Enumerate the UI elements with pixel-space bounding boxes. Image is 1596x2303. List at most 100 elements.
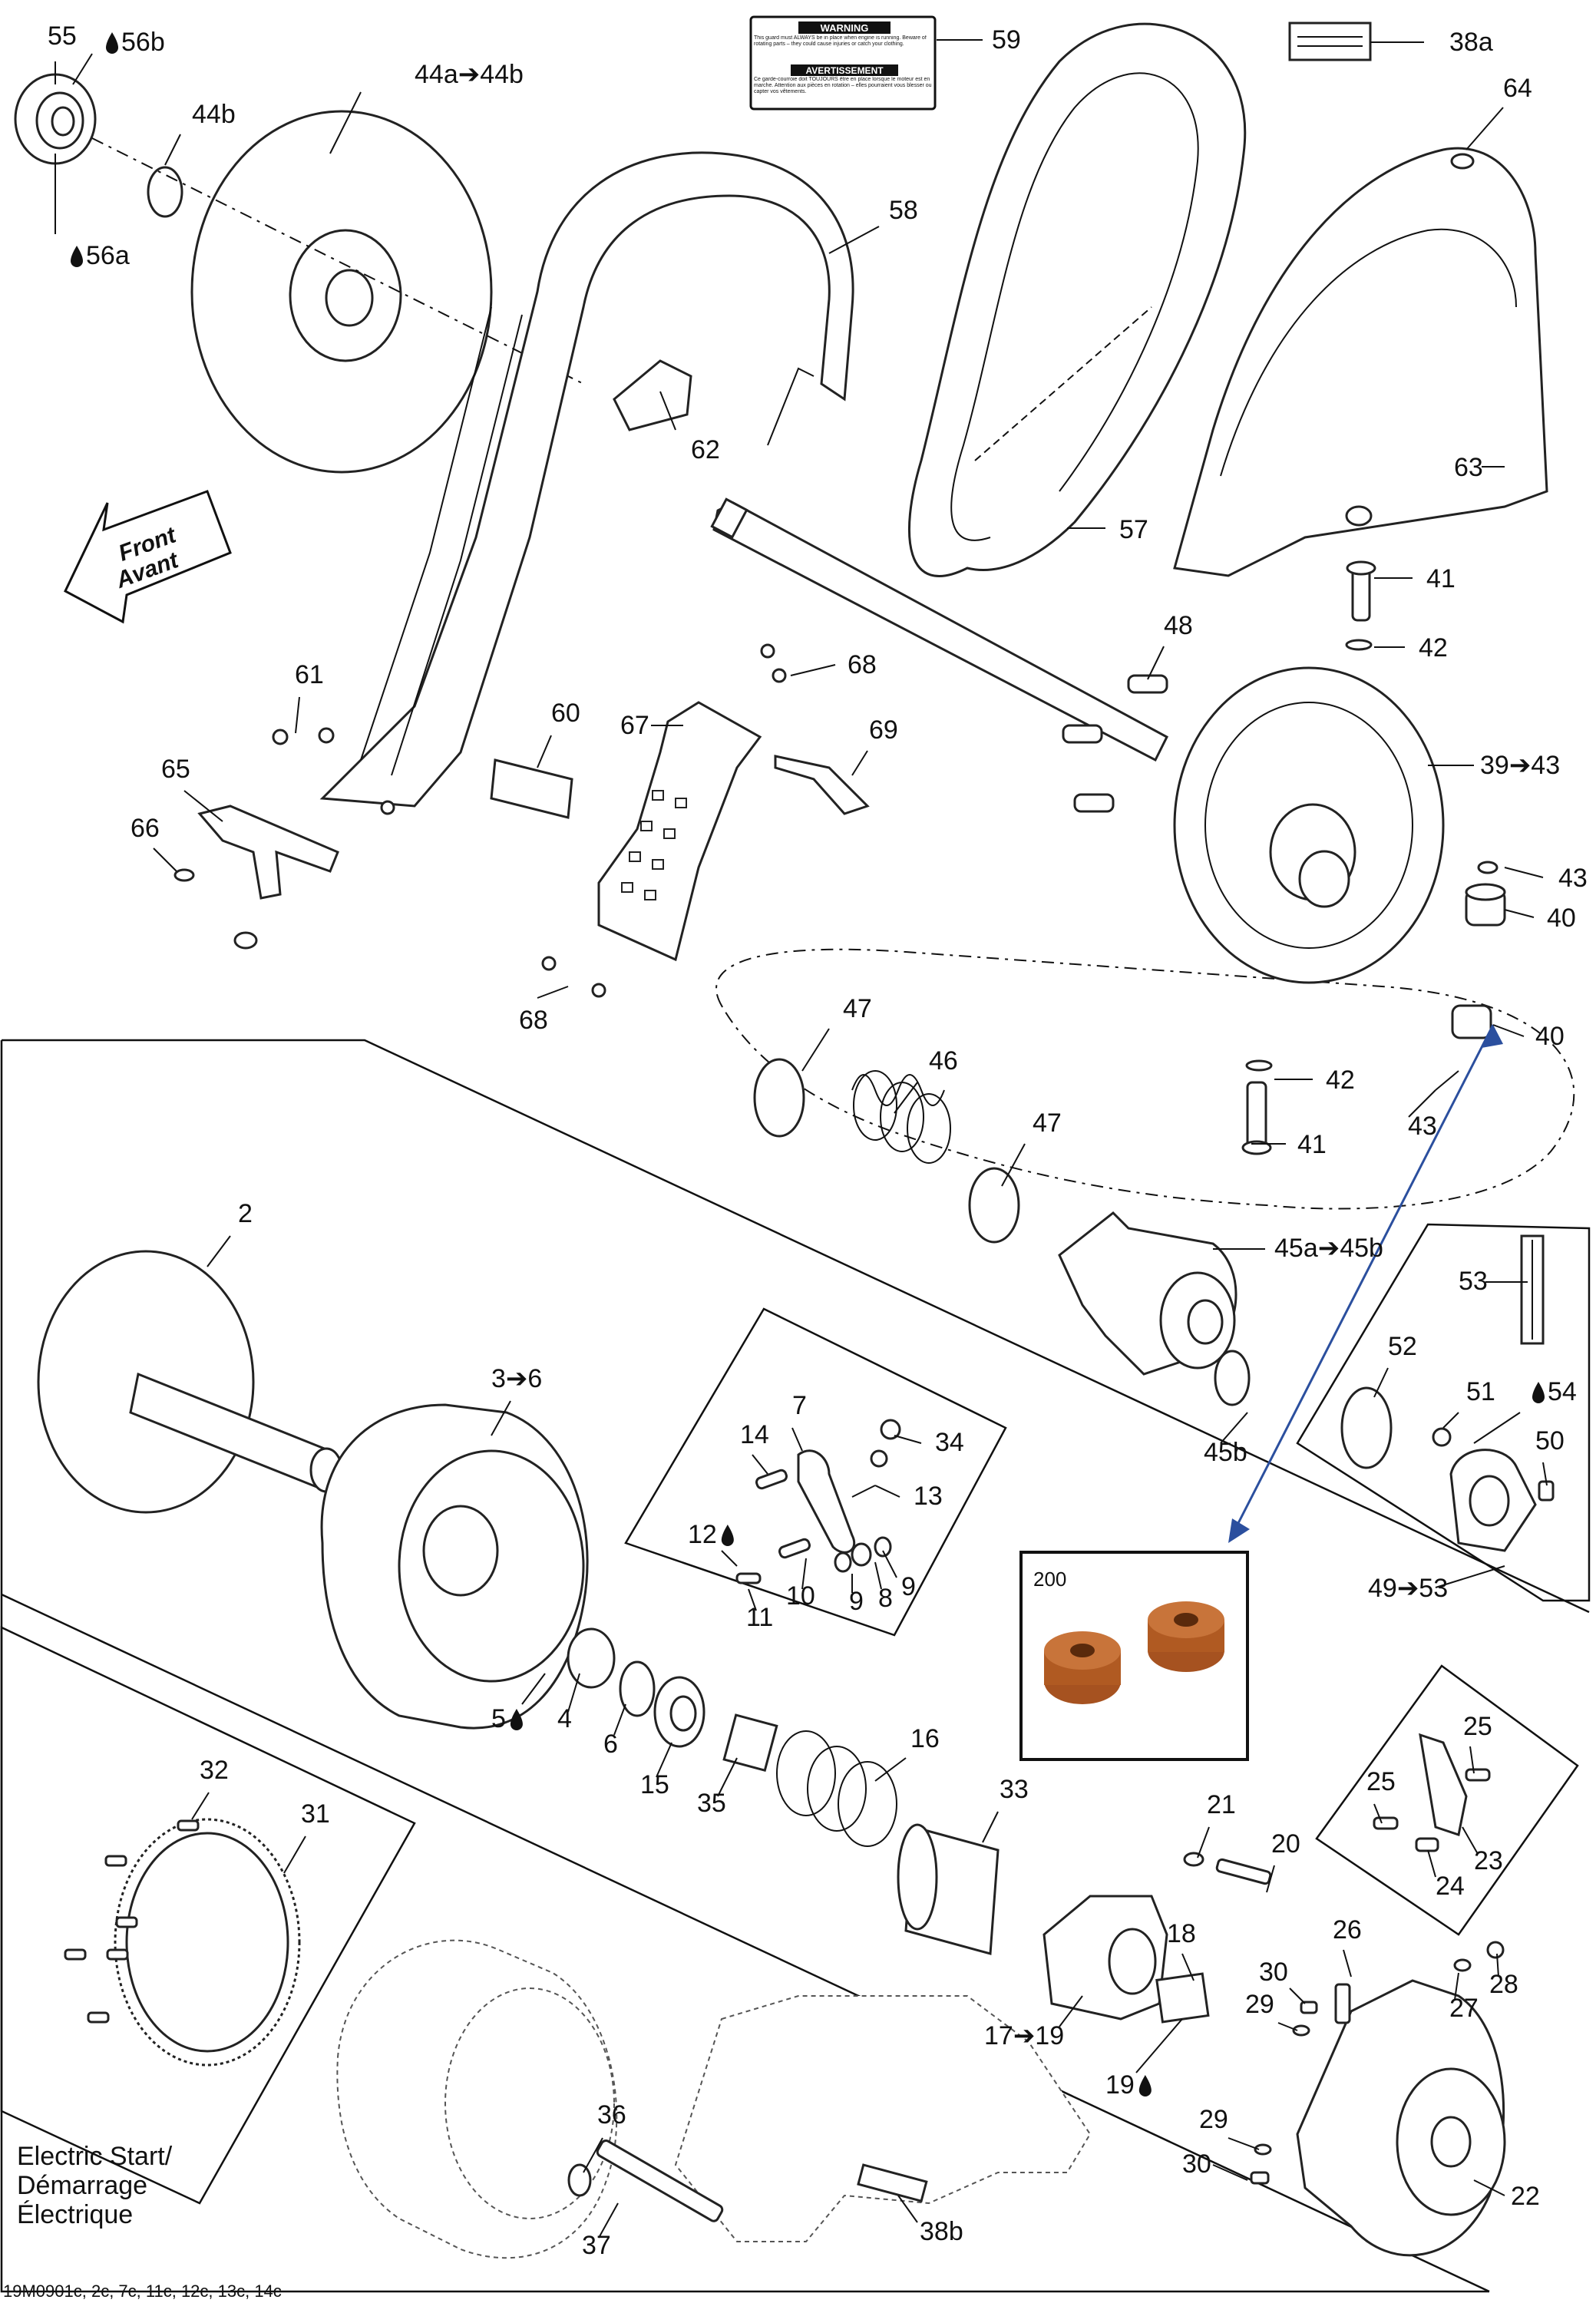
- callout-9b: 9: [901, 1572, 916, 1601]
- callout-41b: 41: [1297, 1130, 1327, 1159]
- leader-65: [183, 790, 223, 822]
- callout-69: 69: [869, 715, 898, 745]
- fixed-sheave-2: [37, 1250, 343, 1514]
- leader-43b: [1408, 1089, 1436, 1118]
- pin-11: [735, 1572, 762, 1584]
- lubricant-drop-icon: [721, 1525, 734, 1546]
- electric-start-line-1: Electric Start/: [17, 2142, 173, 2171]
- leader-3-6: [491, 1400, 511, 1436]
- drive-belt-57: [908, 22, 1247, 578]
- leader-50: [1542, 1462, 1548, 1486]
- leader-16: [874, 1757, 907, 1782]
- leader-25a: [1469, 1746, 1475, 1774]
- guard-pad-62: [613, 359, 692, 431]
- detail-box-ring-gear: [0, 1626, 416, 2205]
- leader-37: [598, 2202, 619, 2239]
- callout-37: 37: [582, 2231, 611, 2260]
- callout-leaders: [55, 39, 1548, 2239]
- callout-64: 64: [1503, 74, 1532, 103]
- washer-47-right: [968, 1167, 1020, 1244]
- leader-24: [1427, 1849, 1436, 1878]
- callout-25a: 25: [1463, 1712, 1492, 1741]
- chassis-outline: [674, 1995, 1092, 2242]
- screws-61: [272, 727, 395, 815]
- leader-47b: [1001, 1143, 1026, 1187]
- leader-56b: [72, 53, 93, 85]
- callout-23: 23: [1474, 1846, 1503, 1875]
- screws-68: [541, 643, 787, 998]
- decal-38b: [857, 2163, 928, 2203]
- callout-67: 67: [620, 711, 649, 740]
- callout-51: 51: [1466, 1377, 1495, 1406]
- callout-31: 31: [301, 1799, 330, 1829]
- callout-56b: 56b: [121, 28, 165, 57]
- circlip-45b: [1214, 1350, 1251, 1406]
- leader-61: [295, 696, 300, 734]
- leader-17-19: [1059, 1995, 1083, 2027]
- bracket-65: [197, 805, 339, 950]
- callout-53: 53: [1459, 1267, 1488, 1296]
- warning-text: This guard must ALWAYS be in place when …: [754, 35, 927, 47]
- washers-8-9: [834, 1536, 892, 1573]
- callout-30b: 30: [1182, 2149, 1211, 2179]
- screw-20: [1215, 1858, 1272, 1885]
- callout-24: 24: [1436, 1872, 1465, 1901]
- clip-43-right: [1477, 861, 1499, 874]
- leader-48: [1147, 646, 1165, 680]
- detail-box-pivots: [1315, 1664, 1579, 1936]
- leader-27: [1454, 1972, 1459, 2001]
- leader-34: [894, 1435, 922, 1444]
- callout-15: 15: [640, 1770, 669, 1799]
- leader-6: [613, 1703, 626, 1736]
- leader-30a: [1289, 1987, 1306, 2004]
- callout-18: 18: [1167, 1919, 1196, 1948]
- callout-12: 12: [688, 1520, 717, 1549]
- lubricant-drop-icon: [1138, 2075, 1152, 2096]
- leader-11: [748, 1588, 757, 1611]
- nut-51: [1432, 1427, 1452, 1447]
- callout-66: 66: [131, 814, 160, 843]
- bracket-67: [597, 701, 762, 962]
- detail-box-cap: [1296, 1223, 1591, 1602]
- callout-2: 2: [238, 1199, 253, 1228]
- leader-66: [153, 848, 177, 872]
- leader-29b: [1228, 2137, 1260, 2150]
- driven-pulley-22: [1296, 1979, 1506, 2257]
- rod-53: [1520, 1234, 1545, 1345]
- pads-29-30: [1250, 2001, 1318, 2185]
- leader-31: [283, 1835, 306, 1874]
- leader-46: [894, 1082, 918, 1114]
- section-frame-diagonal-lower: [1, 1593, 1490, 2293]
- avertissement-text: Ce garde-courroie doit TOUJOURS être en …: [754, 77, 932, 94]
- callout-63: 63: [1454, 453, 1483, 482]
- electric-start-line-2: Démarrage: [17, 2171, 147, 2200]
- leader-26: [1343, 1949, 1352, 1978]
- callout-29a: 29: [1245, 1990, 1274, 2019]
- leader-4: [567, 1673, 580, 1713]
- washer-36: [567, 2163, 592, 2197]
- callout-22: 22: [1511, 2182, 1540, 2211]
- leader-25b: [1373, 1803, 1383, 1824]
- callout-4: 4: [557, 1704, 572, 1733]
- electric-start-line-3: Électrique: [17, 2200, 133, 2229]
- callout-28: 28: [1489, 1970, 1518, 1999]
- callout-20: 20: [1271, 1829, 1300, 1859]
- clip-66: [173, 868, 195, 882]
- leader-38b: [897, 2195, 918, 2223]
- callout-8: 8: [878, 1584, 893, 1613]
- pin-24: [1415, 1837, 1439, 1852]
- leader-43a: [1504, 867, 1544, 878]
- callout-35: 35: [697, 1789, 726, 1818]
- leader-2: [207, 1235, 231, 1267]
- lubricant-drop-icon: [106, 32, 118, 54]
- callout-50: 50: [1535, 1426, 1565, 1455]
- callout-29b: 29: [1199, 2105, 1228, 2134]
- callout-65: 65: [161, 755, 190, 784]
- callout-39-43: 39➔43: [1480, 751, 1560, 780]
- leader-7: [791, 1427, 803, 1452]
- leader-13: [874, 1485, 900, 1498]
- circlip-6: [619, 1660, 656, 1717]
- leader-62: [659, 391, 676, 431]
- callout-9a: 9: [849, 1587, 864, 1616]
